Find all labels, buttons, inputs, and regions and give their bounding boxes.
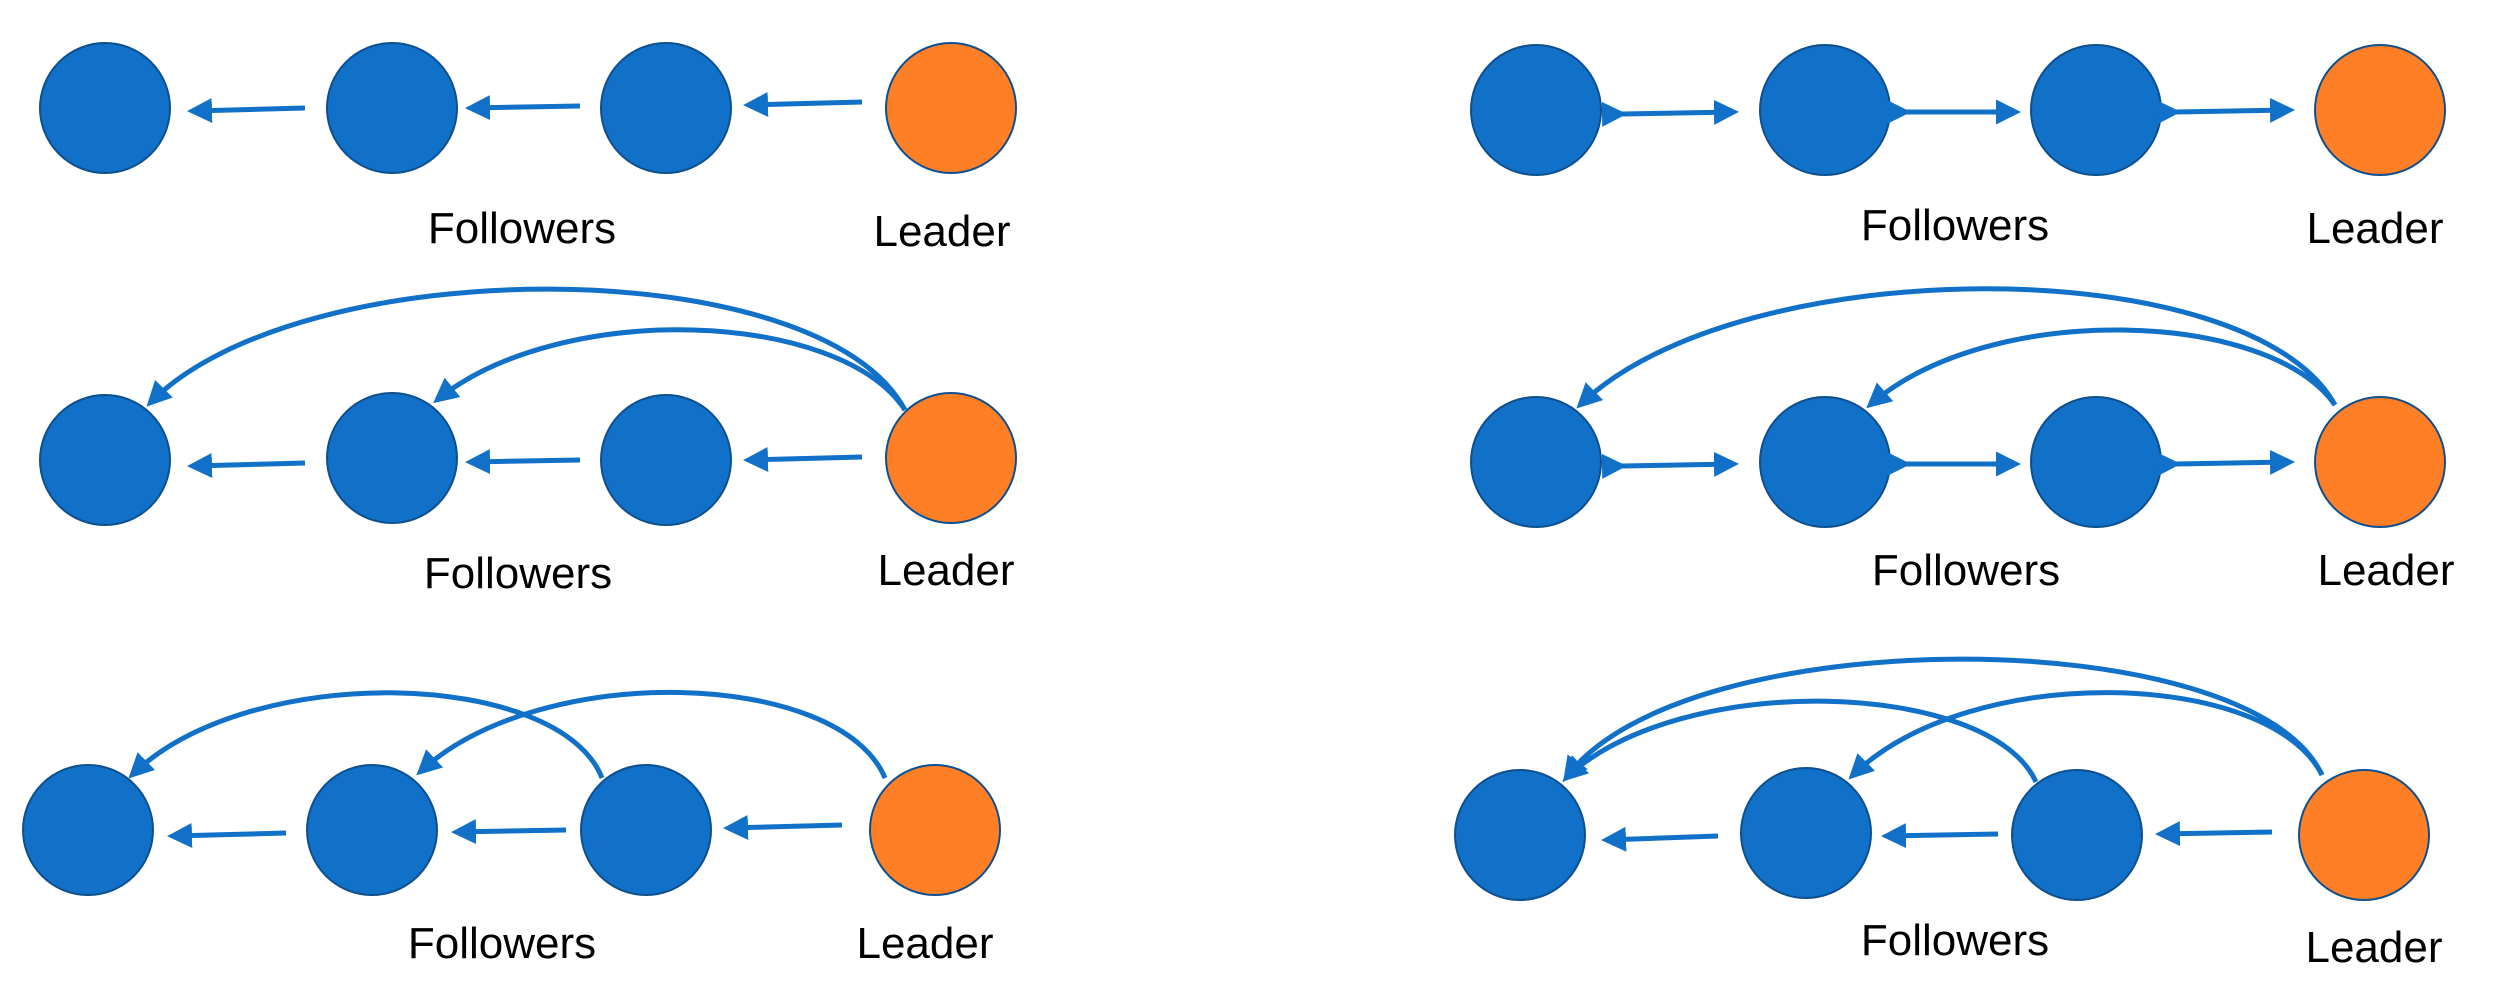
follower-node-1 (1470, 396, 1602, 528)
arrow-leader-to-f1 (1576, 286, 2338, 409)
arrow-f1-f2-bidirectional (1601, 99, 1739, 127)
arrow-leader-to-f2 (1848, 690, 2325, 780)
leader-node (2298, 769, 2430, 901)
arrow-f3-leader-bidirectional (2155, 97, 2295, 125)
followers-label: Followers (428, 204, 616, 253)
followers-label: Followers (1861, 201, 2049, 250)
arrow-leader-to-f3 (743, 446, 863, 472)
leader-label: Leader (856, 919, 993, 968)
arrow-f1-f2-bidirectional (1601, 451, 1739, 479)
panel-5: Followers Leader (22, 689, 1001, 968)
leader-node (885, 42, 1017, 174)
arrow-f2-to-f1 (167, 822, 287, 848)
follower-node-1 (39, 42, 171, 174)
arrow-f3-to-f1 (128, 690, 605, 779)
arrow-leader-to-f3 (2155, 821, 2273, 847)
leader-node (869, 764, 1001, 896)
leader-node (885, 392, 1017, 524)
follower-node-1 (1454, 769, 1586, 901)
followers-label: Followers (408, 919, 596, 968)
arrow-leader-to-f2 (1866, 327, 2338, 409)
leader-node (2314, 396, 2446, 528)
follower-node-2 (326, 42, 458, 174)
panel-1: Followers Leader (39, 42, 1017, 256)
followers-label: Followers (1861, 916, 2049, 965)
follower-node-1 (22, 764, 154, 896)
arrow-f2-to-f1 (187, 452, 306, 478)
followers-label: Followers (1872, 546, 2060, 595)
follower-node-2 (306, 764, 438, 896)
followers-label: Followers (424, 549, 612, 598)
leader-label: Leader (2317, 546, 2454, 595)
follower-node-1 (39, 394, 171, 526)
follower-node-3 (2030, 44, 2162, 176)
leader-node (2314, 44, 2446, 176)
arrow-f3-to-f1 (1562, 698, 2039, 784)
arrow-leader-to-f3 (743, 91, 863, 117)
panel-6: Followers Leader (1454, 656, 2443, 972)
leader-label: Leader (2305, 923, 2442, 972)
follower-node-3 (580, 764, 712, 896)
panel-4: Followers Leader (1470, 286, 2455, 595)
arrow-f2-to-f1 (187, 97, 306, 123)
follower-node-2 (1740, 767, 1872, 899)
follower-node-2 (1759, 44, 1891, 176)
arrow-leader-to-f2 (416, 689, 888, 779)
leader-label: Leader (877, 546, 1014, 595)
arrow-f3-to-f2 (465, 449, 581, 475)
follower-node-2 (1759, 396, 1891, 528)
follower-node-3 (600, 42, 732, 174)
arrow-leader-to-f1 (1563, 656, 2325, 783)
leader-label: Leader (2306, 204, 2443, 253)
arrow-f3-to-f2 (465, 95, 581, 121)
follower-node-2 (326, 392, 458, 524)
arrow-leader-to-f2 (433, 327, 908, 412)
arrow-f2-to-f1 (1601, 826, 1719, 852)
arrow-f3-to-f2 (451, 819, 567, 845)
follower-node-3 (2030, 396, 2162, 528)
follower-node-3 (600, 394, 732, 526)
follower-node-1 (1470, 44, 1602, 176)
arrow-f3-to-f2 (1881, 823, 1999, 849)
leader-label: Leader (873, 207, 1010, 256)
arrow-leader-to-f1 (146, 286, 908, 412)
panel-2: Followers Leader (1470, 44, 2446, 253)
arrow-f3-leader-bidirectional (2155, 449, 2295, 477)
arrow-leader-to-f3 (723, 814, 843, 840)
panel-3: Followers Leader (39, 286, 1017, 598)
follower-node-3 (2011, 769, 2143, 901)
